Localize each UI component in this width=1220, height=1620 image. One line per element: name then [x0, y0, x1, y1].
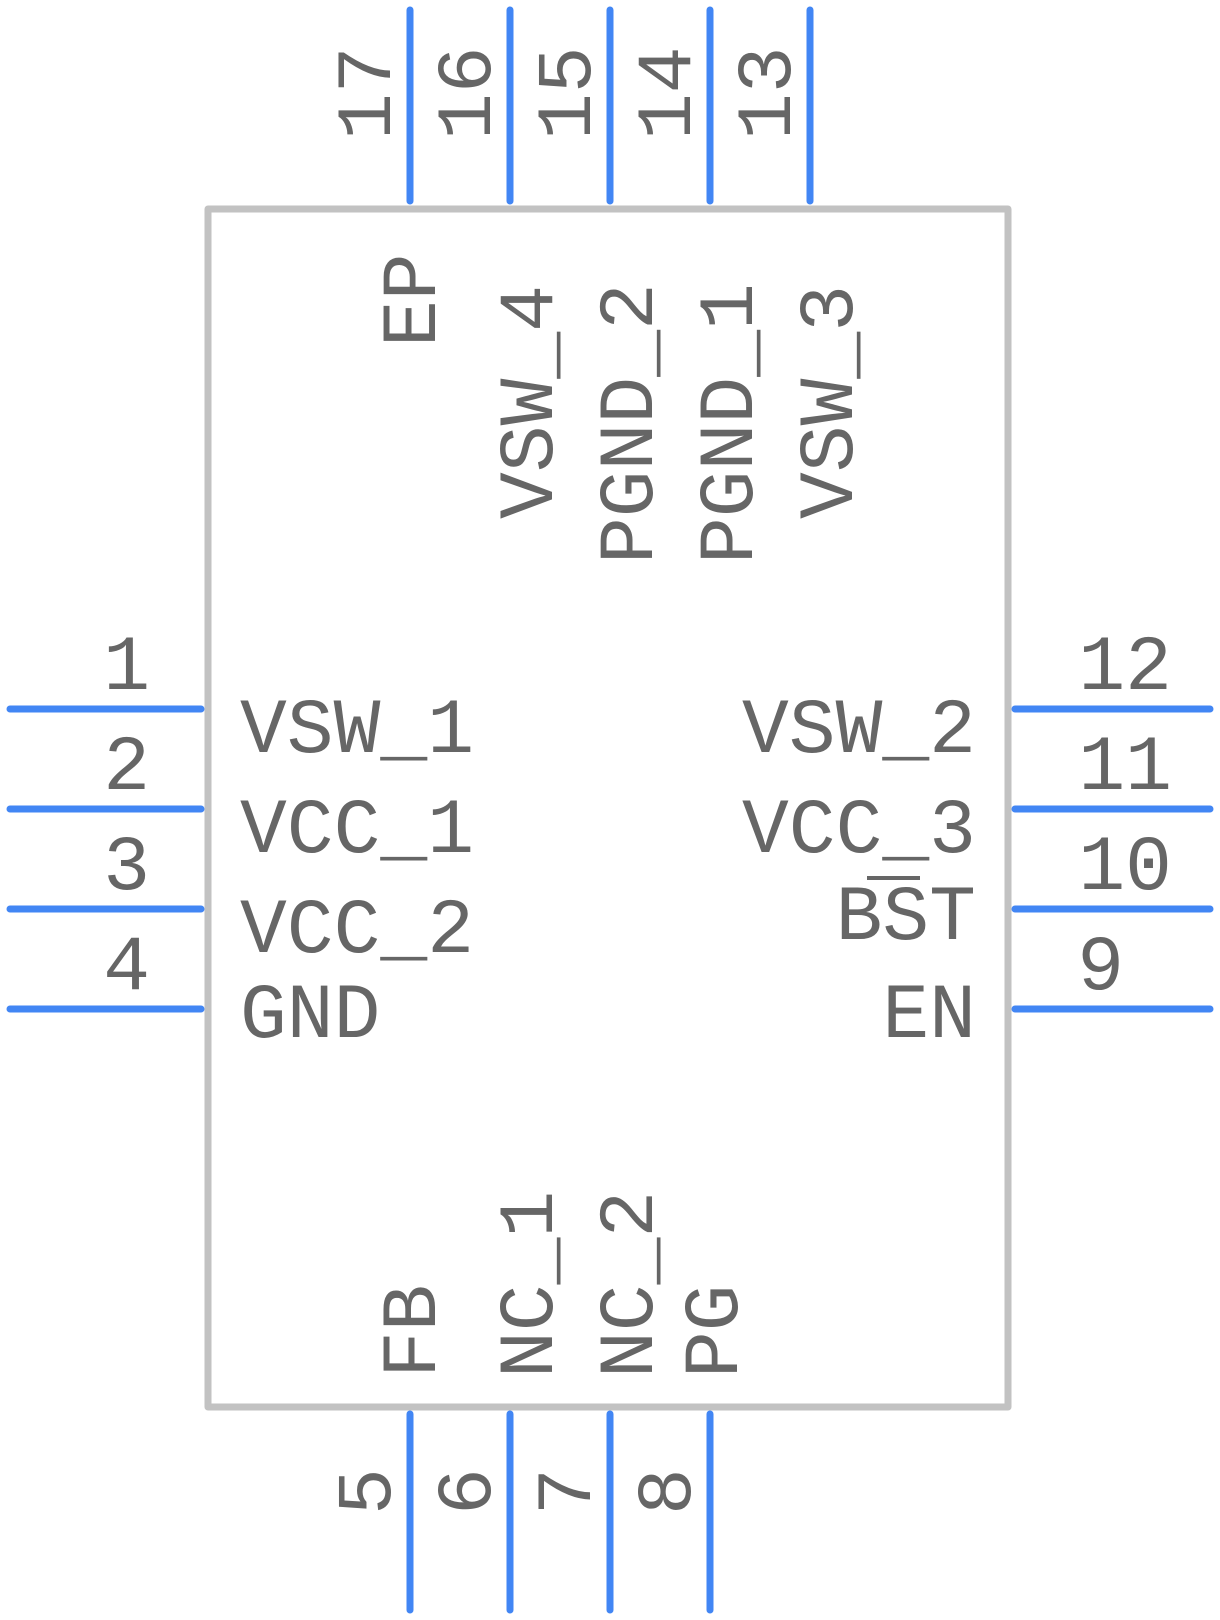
pin-14[interactable]: 14 PGND_1 [626, 6, 776, 564]
pin-12-name: VSW_2 [742, 688, 976, 776]
pin-1[interactable]: 1 VSW_1 [6, 625, 474, 776]
pin-12-number: 12 [1078, 625, 1172, 713]
pin-17[interactable]: 17 EP [326, 6, 459, 347]
pin-3[interactable]: 3 VCC_2 [6, 825, 474, 976]
pin-13-number: 13 [726, 46, 814, 140]
pin-11[interactable]: 11 VCC_3 [742, 725, 1214, 876]
pin-1-number: 1 [103, 625, 150, 713]
pin-4-name: GND [240, 973, 380, 1061]
pin-8[interactable]: 8 PG [626, 1284, 761, 1614]
top-pins: 17 EP 16 VSW_4 15 PGND_2 14 PGND_1 13 VS… [326, 6, 876, 564]
pin-15-number: 15 [526, 46, 614, 140]
pin-14-number: 14 [626, 46, 714, 140]
pin-9-number: 9 [1077, 925, 1124, 1013]
pin-5-number: 5 [326, 1468, 414, 1515]
pin-2-name: VCC_1 [240, 788, 474, 876]
pin-9[interactable]: 9 EN [882, 925, 1214, 1061]
pin-17-number: 17 [326, 46, 414, 140]
pin-16[interactable]: 16 VSW_4 [426, 6, 576, 519]
left-pins: 1 VSW_1 2 VCC_1 3 VCC_2 4 GND [6, 625, 474, 1061]
pin-13-name: VSW_3 [788, 285, 876, 519]
pin-11-name: VCC_3 [742, 788, 976, 876]
pin-4-number: 4 [103, 925, 150, 1013]
pin-3-name: VCC_2 [240, 888, 474, 976]
bottom-pins: 5 FB 6 NC_1 7 NC_2 8 PG [326, 1191, 761, 1614]
pin-9-name: EN [882, 973, 976, 1061]
component-body [204, 205, 1012, 1411]
pin-16-name: VSW_4 [488, 285, 576, 519]
pin-10-number: 10 [1078, 825, 1172, 913]
pin-14-name: PGND_1 [688, 283, 776, 564]
pin-13[interactable]: 13 VSW_3 [726, 6, 876, 519]
pin-17-name: EP [371, 253, 459, 347]
pin-8-number: 8 [626, 1468, 714, 1515]
pin-7-number: 7 [526, 1468, 614, 1515]
pin-12[interactable]: 12 VSW_2 [742, 625, 1214, 776]
pin-7-name: NC_2 [588, 1191, 676, 1378]
pin-10[interactable]: 10 BST [836, 825, 1214, 963]
right-pins: 12 VSW_2 11 VCC_3 10 BST 9 EN [742, 625, 1214, 1061]
pin-15-name: PGND_2 [588, 283, 676, 564]
pin-7[interactable]: 7 NC_2 [526, 1191, 676, 1614]
pin-16-number: 16 [426, 46, 514, 140]
pin-4[interactable]: 4 GND [6, 925, 380, 1061]
pin-2-number: 2 [103, 725, 150, 813]
pin-8-name: PG [673, 1284, 761, 1378]
pin-15[interactable]: 15 PGND_2 [526, 6, 676, 564]
pin-3-number: 3 [103, 825, 150, 913]
pin-5-name: FB [371, 1284, 459, 1378]
pin-11-number: 11 [1078, 725, 1172, 813]
pin-6[interactable]: 6 NC_1 [426, 1191, 576, 1614]
pin-10-name: BST [836, 875, 976, 963]
pin-1-name: VSW_1 [240, 688, 474, 776]
pin-2[interactable]: 2 VCC_1 [6, 725, 474, 876]
pin-6-number: 6 [426, 1468, 514, 1515]
pin-5[interactable]: 5 FB [326, 1284, 459, 1614]
pin-6-name: NC_1 [488, 1191, 576, 1378]
